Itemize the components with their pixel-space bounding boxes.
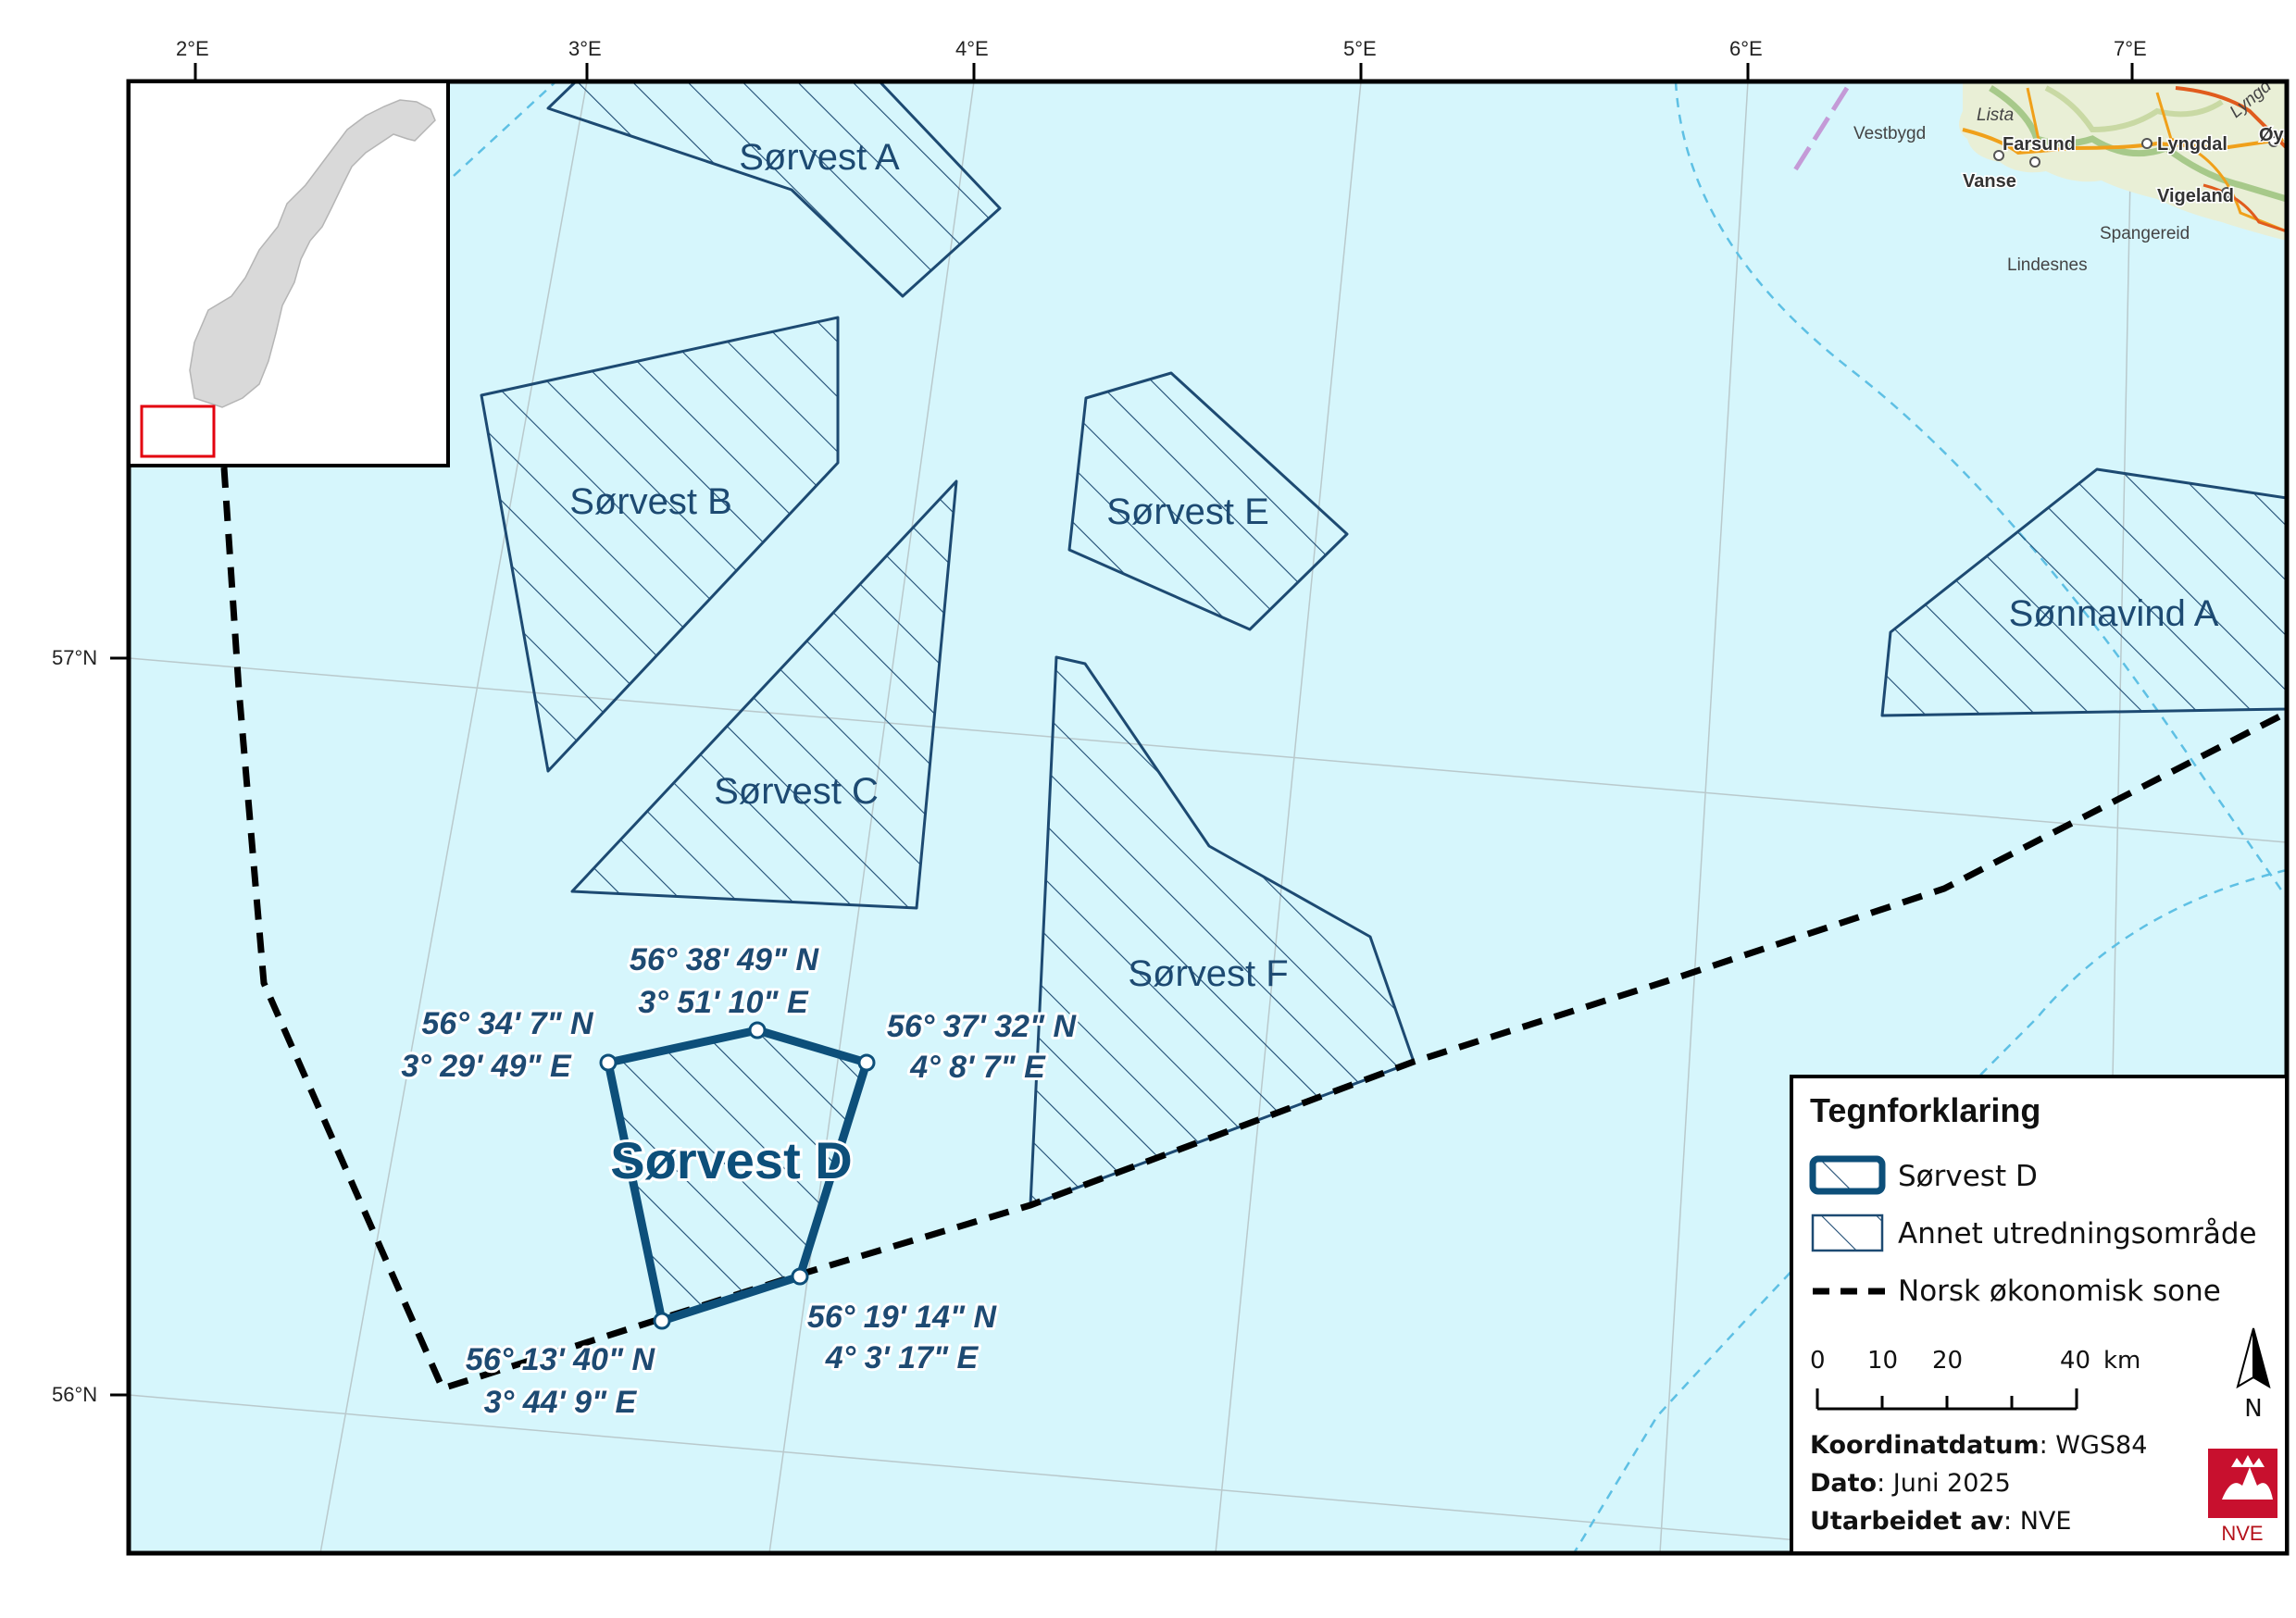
label-sorvest-a: Sørvest A	[739, 137, 900, 178]
coord-ne-lon: 4° 8' 7" E	[909, 1050, 1046, 1085]
place-vestbygd: Vestbygd	[1853, 124, 1926, 143]
map-frame	[126, 79, 2290, 1556]
place-vanse: Vanse	[1963, 171, 2016, 192]
author-key: Utarbeidet av	[1810, 1507, 2003, 1536]
place-vigeland: Vigeland	[2157, 186, 2234, 206]
svg-text:Koordinatdatum: WGS84: Koordinatdatum: WGS84	[1810, 1431, 2147, 1460]
scale-tick-10: 10	[1867, 1347, 1898, 1375]
date-key: Dato	[1810, 1469, 1877, 1498]
place-oysl: Øysl	[2259, 125, 2296, 145]
legend-eez-label: Norsk økonomisk sone	[1898, 1275, 2221, 1308]
coord-sw-lat: 56° 13' 40" N	[466, 1342, 656, 1377]
vertex-n	[748, 1021, 767, 1039]
place-farsund: Farsund	[2003, 134, 2076, 155]
inset-overview-map	[127, 80, 450, 467]
legend: Tegnforklaring Sørvest D Annet utredning…	[1790, 1075, 2289, 1555]
label-sorvest-e: Sørvest E	[1106, 492, 1269, 532]
lon-label-5e: 5°E	[1343, 37, 1377, 60]
coord-n-lon: 3° 51' 10" E	[638, 985, 809, 1020]
lat-label-56n: 56°N	[52, 1383, 97, 1406]
coord-nw-lat: 56° 34' 7" N	[421, 1006, 594, 1041]
latitude-labels: 57°N 56°N	[52, 646, 97, 1406]
legend-other-label: Annet utredningsområde	[1898, 1217, 2257, 1251]
area-sorvest-a	[546, 81, 1002, 298]
date-value: : Juni 2025	[1877, 1469, 2011, 1498]
lon-label-4e: 4°E	[955, 37, 989, 60]
lon-label-2e: 2°E	[176, 37, 209, 60]
vertex-sw	[653, 1312, 671, 1330]
nve-logo: NVE	[2208, 1449, 2277, 1545]
datum-value: : WGS84	[2040, 1431, 2148, 1460]
lat-label-57n: 57°N	[52, 646, 97, 669]
north-label: N	[2244, 1395, 2262, 1423]
label-sorvest-d: Sørvest D	[610, 1131, 852, 1189]
map-metadata: Koordinatdatum: WGS84 Dato: Juni 2025 Ut…	[1810, 1431, 2147, 1536]
vertex-se	[791, 1267, 809, 1286]
lon-label-3e: 3°E	[568, 37, 602, 60]
coord-se-lon: 4° 3' 17" E	[825, 1340, 980, 1375]
label-sorvest-f: Sørvest F	[1128, 953, 1288, 994]
area-sorvest-b	[480, 316, 840, 773]
vertex-coordinates: 56° 34' 7" N 3° 29' 49" E 56° 38' 49" N …	[398, 940, 1079, 1423]
place-lista: Lista	[1977, 106, 2014, 125]
svg-text:Utarbeidet av: NVE: Utarbeidet av: NVE	[1810, 1507, 2071, 1536]
svg-text:Dato: Juni 2025: Dato: Juni 2025	[1810, 1469, 2011, 1498]
legend-highlight-label: Sørvest D	[1898, 1160, 2038, 1193]
scale-tick-20: 20	[1932, 1347, 1963, 1375]
mainland-coast	[1789, 81, 2287, 241]
label-sorvest-b: Sørvest B	[569, 481, 732, 522]
longitude-labels: 2°E 3°E 4°E 5°E 6°E 7°E	[176, 37, 2147, 60]
area-sorvest-e	[1067, 371, 1349, 631]
coord-n-lat: 56° 38' 49" N	[630, 942, 820, 977]
inset-extent-box	[140, 404, 216, 458]
label-sorvest-c: Sørvest C	[714, 771, 879, 812]
coord-se-lat: 56° 19' 14" N	[807, 1300, 998, 1335]
legend-title: Tegnforklaring	[1810, 1091, 2040, 1129]
label-sonnavind-a: Sønnavind A	[2009, 593, 2219, 634]
tick-marks	[110, 63, 2134, 1397]
scale-bar: 0 10 20 40 km	[1810, 1347, 2140, 1411]
place-lindesnes: Lindesnes	[2007, 255, 2088, 275]
study-areas	[480, 81, 2287, 1207]
lon-label-7e: 7°E	[2114, 37, 2147, 60]
scale-tick-0: 0	[1810, 1347, 1826, 1375]
nve-logo-text: NVE	[2221, 1522, 2263, 1545]
coord-ne-lat: 56° 37' 32" N	[887, 1009, 1078, 1044]
vertex-ne	[857, 1053, 876, 1072]
sorvest-d-vertices	[599, 1021, 876, 1330]
place-spangereid: Spangereid	[2100, 224, 2190, 243]
area-sorvest-d	[604, 1026, 871, 1326]
area-labels: Sørvest A Sørvest B Sørvest C Sørvest E …	[569, 137, 2219, 1192]
lon-label-6e: 6°E	[1729, 37, 1763, 60]
north-arrow: N	[2236, 1327, 2271, 1423]
legend-highlight-swatch	[1809, 1155, 1886, 1195]
coord-sw-lon: 3° 44' 9" E	[484, 1385, 638, 1420]
area-sonnavind-a	[1880, 467, 2287, 717]
author-value: : NVE	[2003, 1507, 2071, 1536]
coord-nw-lon: 3° 29' 49" E	[401, 1049, 572, 1084]
datum-key: Koordinatdatum	[1810, 1431, 2040, 1460]
inset-norway-shape	[189, 99, 436, 408]
place-lyngdal: Lyngdal	[2157, 134, 2227, 155]
scale-tick-40: 40	[2060, 1347, 2090, 1375]
vertex-nw	[599, 1053, 618, 1072]
area-sorvest-c	[570, 479, 958, 910]
scale-unit: km	[2103, 1347, 2140, 1375]
legend-other-swatch	[1811, 1214, 1884, 1252]
